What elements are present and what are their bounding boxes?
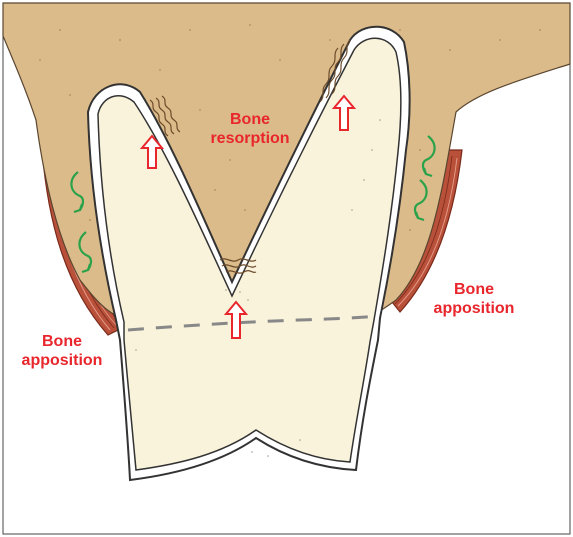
resorption-label-line1: Bone (230, 111, 270, 128)
apposition-right-label-line2: apposition (434, 300, 515, 317)
apposition-left-label-line1: Bone (42, 333, 82, 350)
resorption-label-line2: resorption (210, 130, 289, 147)
apposition-right-label-line1: Bone (454, 281, 494, 298)
apposition-left-label-line2: apposition (22, 352, 103, 369)
